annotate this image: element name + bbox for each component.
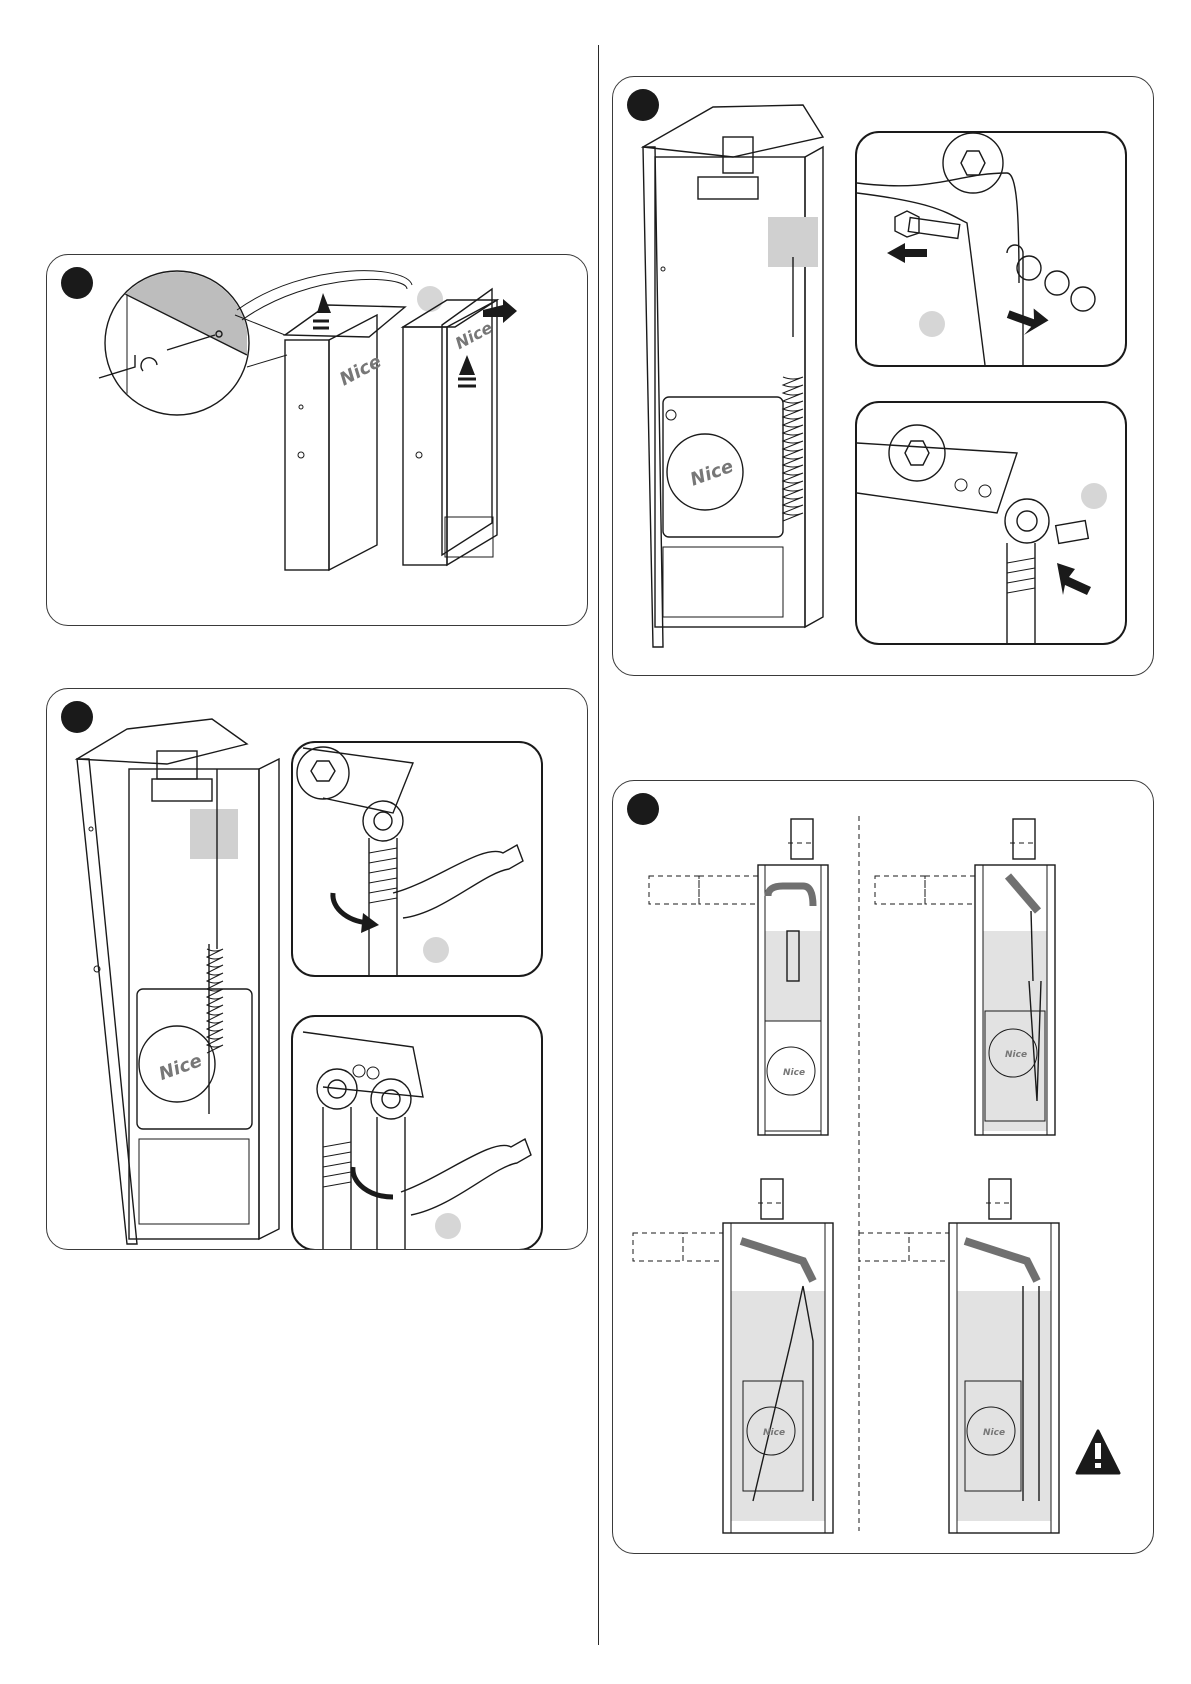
config-double-spring-parallel: Nice xyxy=(859,1179,1119,1533)
callout-marker-icon xyxy=(423,937,449,963)
cover-removal-illustration: Nice Nice xyxy=(47,255,587,625)
allen-key-icon xyxy=(99,355,135,378)
config-single-spring: Nice xyxy=(649,819,828,1135)
column-body-right: Nice xyxy=(403,289,517,565)
wrench-icon xyxy=(401,1139,531,1215)
callout-marker-icon xyxy=(435,1213,461,1239)
svg-text:Nice: Nice xyxy=(452,318,496,353)
figure-d-panel: Nice Nice xyxy=(612,780,1154,1554)
svg-text:Nice: Nice xyxy=(763,1428,785,1438)
detail-c2 xyxy=(855,401,1127,645)
figure-b-panel: Nice xyxy=(46,688,588,1250)
config-single-spring-arm: Nice xyxy=(875,819,1055,1135)
column-body-left: Nice xyxy=(285,293,405,570)
arrow-icon xyxy=(459,355,475,375)
svg-text:Nice: Nice xyxy=(688,456,737,491)
detail-magnifier xyxy=(99,265,249,425)
spring-icon xyxy=(783,377,803,521)
figure-c-panel: Nice xyxy=(612,76,1154,676)
arrow-icon xyxy=(317,293,331,313)
config-double-spring-spread: Nice xyxy=(633,1179,833,1533)
arrow-icon xyxy=(1057,563,1091,595)
spring-configurations-illustration: Nice Nice xyxy=(613,781,1153,1553)
rotate-arrow-icon xyxy=(353,1167,393,1197)
callout-marker-icon xyxy=(919,311,945,337)
arrow-icon xyxy=(1003,301,1050,341)
svg-text:Nice: Nice xyxy=(156,1050,205,1085)
barrier-cabinet: Nice xyxy=(77,719,279,1244)
column-divider xyxy=(598,45,599,1645)
figure-a-panel: Nice Nice xyxy=(46,254,588,626)
rotate-arrow-icon xyxy=(141,358,157,371)
svg-text:Nice: Nice xyxy=(983,1428,1005,1438)
detail-b2 xyxy=(291,1015,543,1250)
detail-c1 xyxy=(855,131,1127,367)
wrench-icon xyxy=(393,845,523,918)
detail-b1 xyxy=(291,741,543,977)
callout-marker-icon xyxy=(1081,483,1107,509)
svg-text:Nice: Nice xyxy=(783,1068,805,1078)
arrow-icon xyxy=(483,299,517,323)
arrow-icon xyxy=(887,243,927,263)
svg-text:Nice: Nice xyxy=(1005,1050,1027,1060)
barrier-cabinet: Nice xyxy=(643,105,823,647)
